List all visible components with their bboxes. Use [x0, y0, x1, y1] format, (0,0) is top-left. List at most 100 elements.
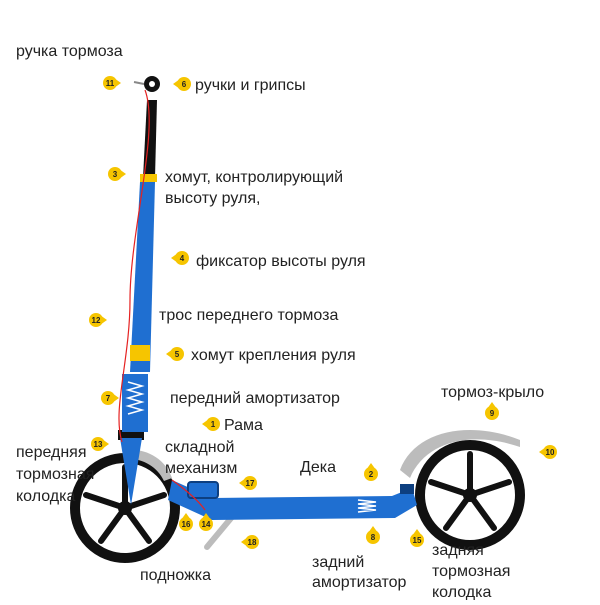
- badge-number: 4: [180, 254, 185, 263]
- badge-number: 8: [371, 533, 376, 542]
- label-rear-pad-line2: тормозная: [432, 563, 510, 580]
- badge-9: 9: [485, 402, 499, 420]
- badge-6: 6: [173, 77, 191, 91]
- label-folding-line1: складной: [165, 439, 234, 456]
- label-brake-lever: ручка тормоза: [16, 43, 123, 60]
- front-fork: [120, 438, 142, 505]
- badge-1: 1: [202, 417, 220, 431]
- badge-circle: [543, 445, 557, 459]
- label-front-pad-line1: передняя: [16, 444, 87, 461]
- badge-circle: [177, 77, 191, 91]
- badge-circle: [89, 313, 103, 327]
- label-deck: Дека: [300, 459, 336, 476]
- deck-body: [168, 480, 417, 520]
- bar-clamp-band: [130, 345, 150, 361]
- steering-column: [130, 182, 155, 372]
- label-front-shock: передний амортизатор: [170, 390, 340, 407]
- badge-number: 14: [202, 520, 211, 529]
- badge-circle: [91, 437, 105, 451]
- badge-7: 7: [101, 391, 119, 405]
- badge-17: 17: [239, 476, 257, 490]
- badge-circle: [199, 517, 213, 531]
- label-front-pad-line3: колодка: [16, 488, 75, 505]
- label-height-clamp-line1: хомут, контролирующий: [165, 169, 343, 186]
- front-brake-cable: [118, 89, 150, 443]
- fork-crown: [118, 430, 144, 440]
- badge-15: 15: [410, 529, 424, 547]
- badge-circle: [366, 530, 380, 544]
- badge-14: 14: [199, 513, 213, 531]
- badge-circle: [170, 347, 184, 361]
- handlebar-grip-core: [149, 81, 155, 87]
- badge-12: 12: [89, 313, 107, 327]
- label-rear-pad-line3: колодка: [432, 584, 491, 600]
- badge-10: 10: [539, 445, 557, 459]
- badge-8: 8: [366, 526, 380, 544]
- label-front-cable: трос переднего тормоза: [159, 307, 338, 324]
- rear-tire: [415, 440, 525, 550]
- rear-shock-spring: [357, 499, 377, 513]
- rear-wheel: [415, 440, 525, 550]
- badge-number: 6: [182, 80, 187, 89]
- badge-number: 10: [546, 448, 555, 457]
- rear-fender: [400, 430, 520, 478]
- label-bar-clamp: хомут крепления руля: [191, 347, 356, 364]
- badge-number: 11: [106, 79, 115, 88]
- badge-circle: [101, 391, 115, 405]
- badge-number: 1: [211, 420, 216, 429]
- badge-circle: [410, 533, 424, 547]
- badge-number: 3: [113, 170, 118, 179]
- badge-circle: [179, 517, 193, 531]
- badge-number: 13: [94, 440, 103, 449]
- badge-number: 17: [246, 479, 255, 488]
- front-shock-spring: [125, 381, 145, 415]
- badge-circle: [243, 476, 257, 490]
- badge-number: 15: [413, 536, 422, 545]
- badge-number: 12: [92, 316, 101, 325]
- badge-number: 2: [369, 470, 374, 479]
- label-rear-shock-line1: задний: [312, 554, 364, 571]
- badge-number: 9: [490, 409, 495, 418]
- badge-circle: [485, 406, 499, 420]
- badge-circle: [175, 251, 189, 265]
- badge-3: 3: [108, 167, 126, 181]
- rear-hub: [463, 488, 477, 502]
- badge-5: 5: [166, 347, 184, 361]
- label-rear-shock-line2: амортизатор: [312, 574, 407, 591]
- rear-bracket: [400, 484, 414, 494]
- badge-circle: [206, 417, 220, 431]
- kickstand: [204, 514, 235, 550]
- badge-circle: [245, 535, 259, 549]
- badge-18: 18: [241, 535, 259, 549]
- label-front-pad-line2: тормозная: [16, 466, 94, 483]
- label-kickstand: подножка: [140, 567, 211, 584]
- label-rear-pad-line1: задняя: [432, 542, 484, 559]
- label-fender-brake: тормоз-крыло: [441, 384, 544, 401]
- badge-13: 13: [91, 437, 109, 451]
- badge-number: 7: [106, 394, 111, 403]
- badge-circle: [364, 467, 378, 481]
- badge-number: 5: [175, 350, 180, 359]
- label-frame: Рама: [224, 417, 263, 434]
- badge-16: 16: [179, 513, 193, 531]
- cable-detail: [171, 479, 206, 511]
- badge-2: 2: [364, 463, 378, 481]
- front-shock-body: [122, 374, 148, 432]
- badge-4: 4: [171, 251, 189, 265]
- folding-mechanism-shape: [187, 481, 219, 499]
- badge-number: 16: [182, 520, 191, 529]
- label-folding-line2: механизм: [165, 460, 237, 477]
- height-clamp-band: [140, 174, 157, 182]
- brake-lever-shape: [133, 81, 145, 85]
- label-grips: ручки и грипсы: [195, 77, 306, 94]
- label-height-lock: фиксатор высоты руля: [196, 253, 366, 270]
- badge-number: 18: [248, 538, 257, 547]
- front-hub: [118, 501, 132, 515]
- badge-11: 11: [103, 76, 121, 90]
- badge-circle: [108, 167, 122, 181]
- badge-circle: [103, 76, 117, 90]
- label-height-clamp-line2: высоту руля,: [165, 190, 261, 207]
